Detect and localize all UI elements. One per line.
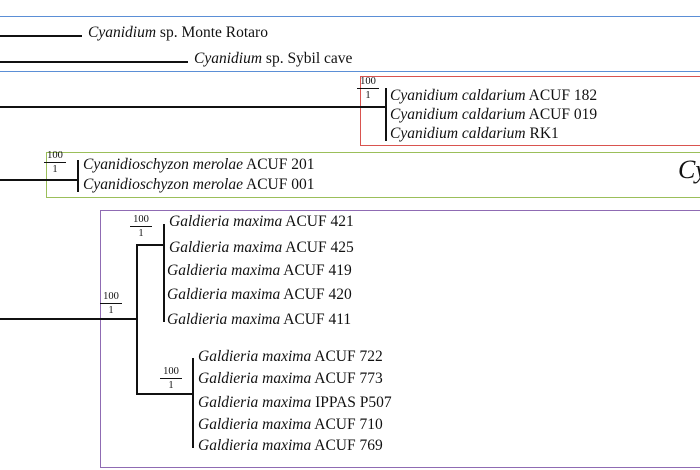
branch-caldarium-stem <box>0 106 386 108</box>
taxon-merolae-001: Cyanidioschyzon merolae ACUF 001 <box>83 176 315 193</box>
taxon-caldarium-019: Cyanidium caldarium ACUF 019 <box>390 106 598 123</box>
branch-caldarium-node <box>385 88 387 141</box>
taxon-gm-773: Galdieria maxima ACUF 773 <box>198 370 383 387</box>
taxon-gm-411: Galdieria maxima ACUF 411 <box>167 311 352 328</box>
branch-merolae-node <box>77 160 79 192</box>
taxon-monte-rotaro: Cyanidium sp. Monte Rotaro <box>88 24 268 41</box>
taxon-gm-425: Galdieria maxima ACUF 425 <box>169 239 354 256</box>
taxon-gm-p507: Galdieria maxima IPPAS P507 <box>198 394 392 411</box>
branch-galdieria-node <box>136 244 138 394</box>
taxon-caldarium-182: Cyanidium caldarium ACUF 182 <box>390 87 598 104</box>
taxon-sybil-cave: Cyanidium sp. Sybil cave <box>194 50 353 67</box>
branch-maxima-b-node <box>192 358 194 448</box>
branch-galdieria-stem <box>0 318 137 320</box>
branch-maxima-b-stem <box>136 393 193 395</box>
clade-tag-label: Cy <box>678 155 700 184</box>
taxon-caldarium-rk1: Cyanidium caldarium RK1 <box>390 125 559 142</box>
galdieria-maxima-clade-box <box>100 210 700 468</box>
branch-sybil-cave <box>0 61 188 63</box>
cyanidioschyzon-clade-box <box>46 152 700 198</box>
branch-monte-rotaro <box>0 35 82 37</box>
branch-merolae-stem <box>0 179 78 181</box>
taxon-gm-722: Galdieria maxima ACUF 722 <box>198 348 383 365</box>
cyanidium-sp-clade-box <box>0 16 700 72</box>
branch-maxima-a-stem <box>136 244 164 246</box>
taxon-gm-710: Galdieria maxima ACUF 710 <box>198 416 383 433</box>
taxon-gm-419: Galdieria maxima ACUF 419 <box>167 262 352 279</box>
cyanidium-caldarium-clade-box <box>360 76 700 146</box>
taxon-gm-420: Galdieria maxima ACUF 420 <box>167 286 352 303</box>
taxon-merolae-201: Cyanidioschyzon merolae ACUF 201 <box>83 156 315 173</box>
taxon-gm-769: Galdieria maxima ACUF 769 <box>198 437 383 454</box>
branch-maxima-a-node <box>163 224 165 322</box>
taxon-gm-421: Galdieria maxima ACUF 421 <box>169 213 354 230</box>
